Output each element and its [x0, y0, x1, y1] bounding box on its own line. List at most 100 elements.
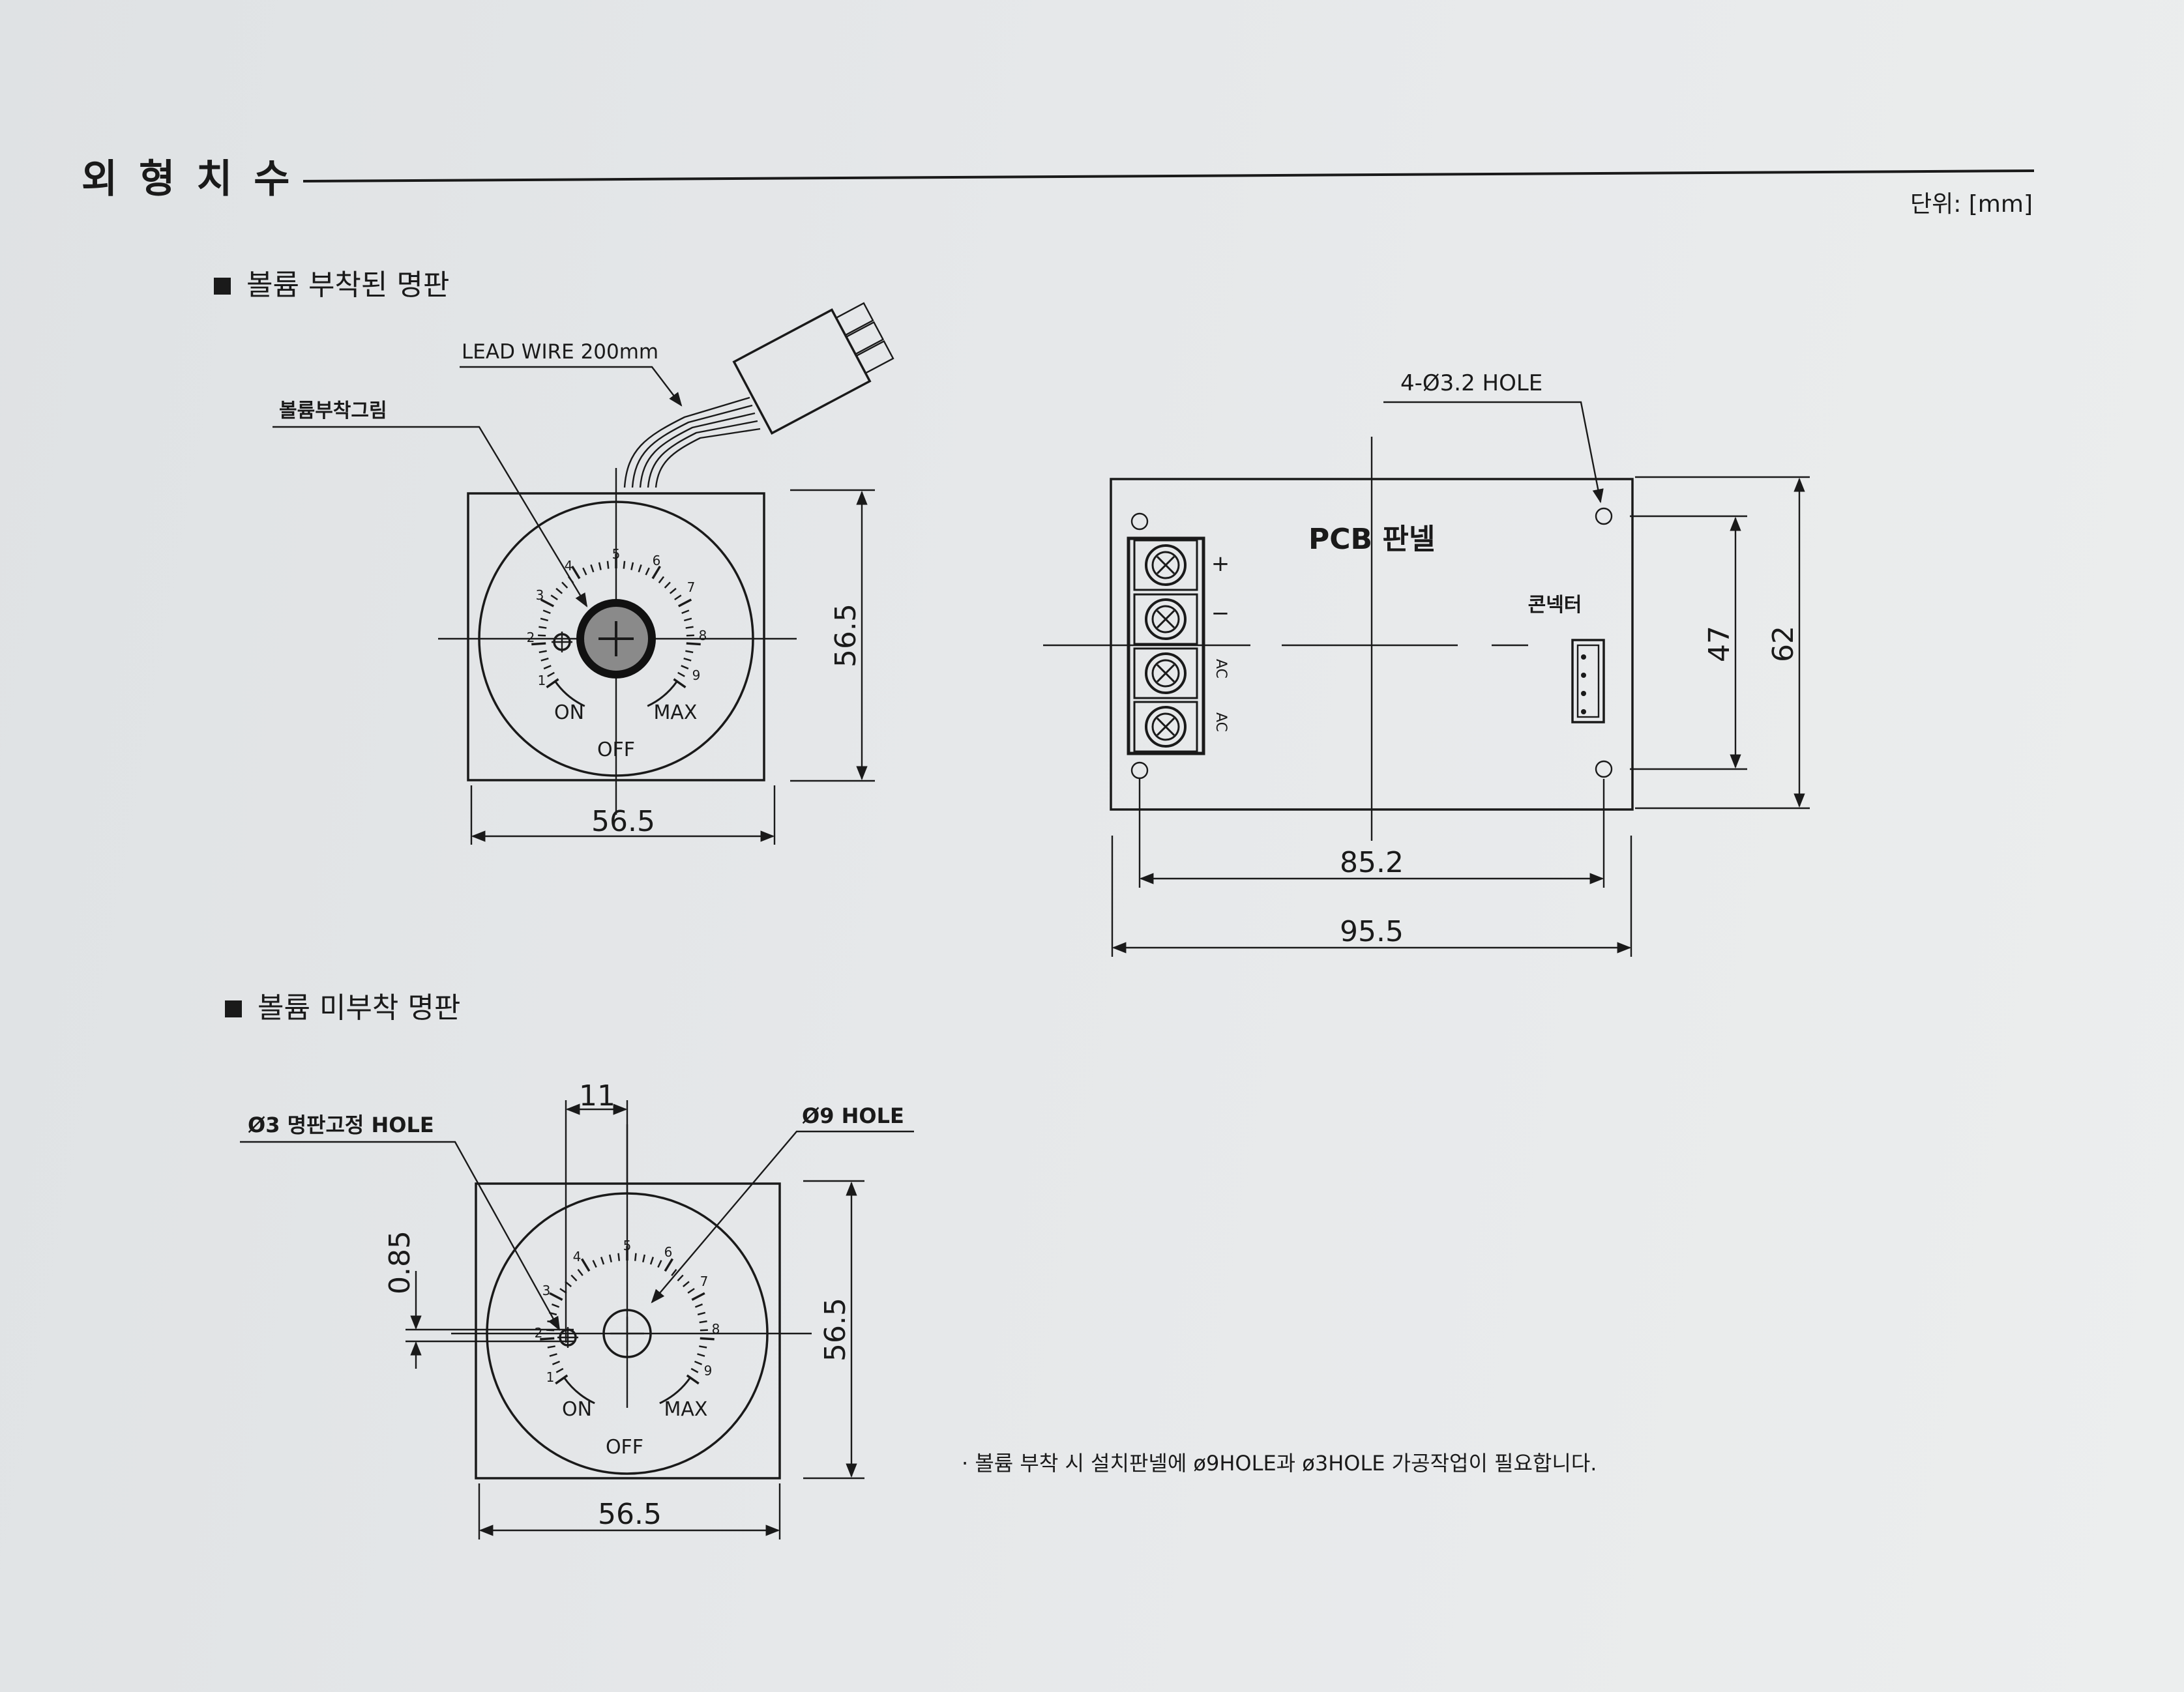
terminal-label-minus: − [1211, 600, 1230, 626]
plain-dial-tick-label-4: 4 [573, 1249, 582, 1264]
dial-end-arc [659, 1377, 691, 1405]
dial-tick-mark [542, 609, 551, 615]
dial-tick-label-2: 2 [527, 630, 535, 645]
dial-max-label: MAX [654, 701, 698, 724]
dial-tick-mark [623, 561, 626, 569]
dial-tick-mark [669, 587, 677, 594]
dial-tick-mark [673, 678, 686, 688]
mounting-hole-top-right [1595, 507, 1613, 525]
terminal-screw-slot [1156, 664, 1175, 683]
dial-tick-mark [687, 1288, 695, 1294]
height-dimension: 56.5 [790, 489, 875, 782]
plain-dial-tick-label-1: 1 [546, 1369, 555, 1385]
dial-tick-mark [540, 598, 555, 607]
dial-tick-mark [570, 1274, 578, 1281]
dial-tick-mark [649, 1257, 655, 1265]
dial-tick-label-1: 1 [538, 673, 546, 688]
dial-tick-mark [559, 1288, 567, 1294]
dial-tick-mark [691, 1292, 705, 1301]
page-title: 외 형 치 수 [81, 156, 293, 202]
terminal-cell [1133, 701, 1198, 753]
lead-wire-label: LEAD WIRE 200mm [462, 340, 658, 364]
dial-tick-mark [699, 1320, 707, 1324]
dial-tick-mark [582, 567, 587, 576]
dial-tick-mark [555, 1374, 568, 1385]
dial-tick-mark [677, 1274, 684, 1281]
dial-tick-mark [658, 576, 665, 584]
plain-height-dimension: 56.5 [803, 1180, 864, 1480]
dial-tick-mark [683, 658, 692, 662]
pcb-hole-label: 4-Ø3.2 HOLE [1400, 370, 1542, 396]
terminal-screw-slot [1156, 717, 1175, 737]
dial-tick-mark [580, 1258, 591, 1272]
dial-tick-mark [674, 594, 682, 601]
volume-label-leader [273, 426, 588, 607]
dial-tick-mark [546, 678, 559, 688]
connector-plug-icon [732, 302, 894, 435]
dial-tick-mark [592, 1260, 597, 1268]
dial-tick-mark [690, 1367, 699, 1373]
dial-tick-mark [567, 576, 574, 584]
dial-tick-mark [550, 594, 558, 601]
dial-tick-mark [686, 642, 701, 646]
terminal-screw-icon [1151, 712, 1180, 741]
installation-note: · 볼륨 부착 시 설치판넬에 ø9HOLE과 ø3HOLE 가공작업이 필요합… [962, 1451, 1597, 1476]
header-rule [303, 169, 2035, 182]
dial-tick-mark [681, 609, 690, 615]
dial-tick-mark [561, 581, 568, 589]
dial-tick-mark [547, 1345, 555, 1349]
height-dim-value: 56.5 [829, 604, 863, 667]
dial-on-label: ON [554, 701, 584, 724]
terminal-screw-icon [1151, 659, 1180, 688]
plain-width-dimension: 56.5 [478, 1483, 781, 1539]
plain-dial-scale-ticks [540, 1246, 715, 1405]
dial-tick-mark [677, 598, 692, 607]
fixing-hole-icon [552, 632, 572, 652]
terminal-screw-icon [1151, 605, 1180, 634]
dial-tick-mark [551, 1303, 560, 1308]
width-dimension: 56.5 [470, 785, 776, 845]
dial-tick-mark [608, 1254, 612, 1262]
terminal-block [1127, 536, 1205, 755]
hole9-label: Ø9 HOLE [802, 1103, 904, 1128]
dial-tick-mark [546, 1329, 555, 1332]
dial-tick-mark [694, 1303, 703, 1308]
dial-tick-label-3: 3 [536, 587, 544, 603]
dial-tick-mark [543, 665, 552, 670]
pcb-hole-leader [1383, 401, 1604, 504]
terminal-screw-icon [1145, 598, 1187, 640]
plain-dial-max-label: MAX [664, 1398, 708, 1421]
section-heading-with-volume: 볼륨 부착된 명판 [246, 269, 449, 302]
plain-dial-tick-label-8: 8 [712, 1321, 720, 1337]
dial-tick-mark [697, 1353, 705, 1357]
dial-tick-label-6: 6 [653, 553, 661, 568]
connector-label: 콘넥터 [1528, 594, 1582, 617]
dial-tick-mark [682, 1281, 690, 1287]
dial-tick-mark [686, 1374, 700, 1385]
dial-tick-mark [549, 1292, 563, 1301]
dial-tick-mark [540, 617, 549, 622]
dial-tick-mark [598, 562, 602, 570]
width-dim-value: 56.5 [591, 805, 655, 838]
terminal-screw-slot [1156, 555, 1175, 575]
inner-height-dimension: 47 [1630, 515, 1747, 770]
dial-tick-mark [677, 671, 685, 677]
outer-height-dim-value: 62 [1767, 626, 1800, 662]
dial-tick-mark [651, 565, 661, 579]
dial-tick-label-9: 9 [692, 667, 701, 683]
plain-dial-tick-label-6: 6 [664, 1244, 673, 1260]
dial-end-arc [554, 680, 585, 707]
dial-tick-mark [547, 1320, 555, 1324]
terminal-cell [1133, 647, 1198, 699]
unit-label: 단위: [mm] [1910, 191, 2033, 218]
dial-tick-mark [555, 1367, 564, 1373]
terminal-label-ac-2: AC [1213, 712, 1229, 732]
section-without-volume: 볼륨 미부착 명판 Ø3 명판고정 HOLE Ø9 HOLE 11 0.85 [225, 991, 914, 1539]
page-header: 외 형 치 수 단위: [mm] [81, 156, 2035, 218]
volume-label: 볼륨부착그림 [279, 400, 387, 422]
bullet-square-icon-2 [225, 1000, 242, 1017]
dial-tick-label-4: 4 [565, 558, 573, 574]
dial-tick-mark [681, 665, 689, 670]
dial-scale-ticks [531, 554, 701, 707]
dial-tick-label-8: 8 [699, 628, 707, 643]
